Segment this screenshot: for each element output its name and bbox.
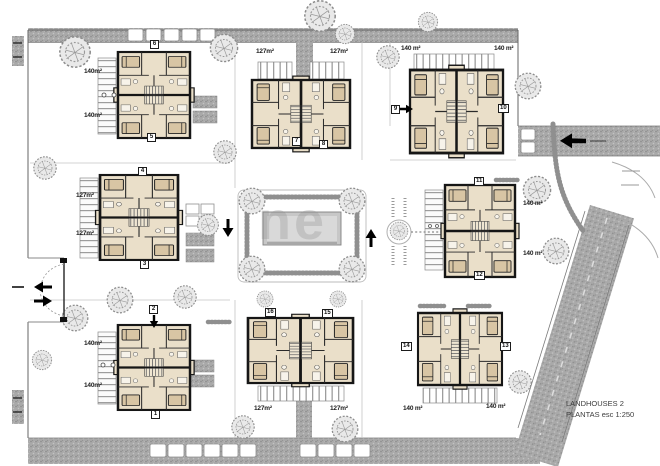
arrow-down-unit2-icon — [149, 315, 159, 328]
arrow-right-entrance-icon — [34, 295, 52, 307]
area-label: 140m² — [84, 340, 102, 347]
unit-marker-5: 5 — [147, 133, 156, 142]
area-label: 127m² — [330, 405, 348, 412]
street-curb-curves — [611, 161, 659, 259]
area-label: 140 m² — [403, 405, 423, 412]
unit-marker-6: 6 — [150, 40, 159, 49]
unit-marker-7: 7 — [292, 137, 301, 146]
unit-marker-15: 15 — [322, 309, 333, 318]
unit-marker-16: 16 — [265, 308, 276, 317]
building-top-left — [112, 50, 196, 140]
area-label: 127m² — [254, 405, 272, 412]
watermark: ne — [258, 191, 328, 251]
project-title: LANDHOUSES 2 — [566, 399, 624, 408]
arrow-right-unit9-icon — [400, 104, 413, 114]
building-top-center — [250, 74, 352, 154]
title-block: LANDHOUSES 2 PLANTAS esc 1:250 — [566, 398, 634, 421]
unit-marker-4: 4 — [138, 167, 147, 176]
roundabout — [386, 198, 441, 266]
unit-marker-11: 11 — [474, 177, 485, 186]
area-label: 140m² — [84, 112, 102, 119]
arrow-left-entrance-icon — [34, 281, 52, 293]
unit-marker-12: 12 — [474, 271, 485, 280]
boundary-hedge — [550, 121, 587, 235]
courtyard — [237, 189, 367, 283]
pergola-strips — [79, 53, 498, 405]
area-label: 140 m² — [486, 403, 506, 410]
area-label: 140m² — [84, 382, 102, 389]
building-mid-right — [439, 183, 521, 279]
arrow-left-road-icon — [560, 133, 586, 149]
building-top-right — [408, 63, 505, 160]
arrow-up-icon — [365, 229, 377, 247]
unit-marker-10: 10 — [498, 104, 509, 113]
building-bottom-left — [112, 323, 196, 412]
area-label: 140 m² — [494, 45, 514, 52]
area-label: 127m² — [76, 230, 94, 237]
hedges — [205, 177, 521, 325]
area-label: 140m² — [84, 68, 102, 75]
unit-marker-9: 9 — [391, 105, 400, 114]
sheet-title: PLANTAS esc 1:250 — [566, 410, 635, 420]
unit-marker-1: 1 — [151, 410, 160, 419]
building-bottom-right — [416, 307, 504, 391]
unit-marker-13: 13 — [500, 342, 511, 351]
unit-marker-14: 14 — [401, 342, 412, 351]
unit-marker-8: 8 — [319, 140, 328, 149]
building-mid-left — [94, 173, 184, 262]
area-label: 127m² — [256, 48, 274, 55]
area-label: 127m² — [330, 48, 348, 55]
building-bottom-center — [246, 312, 355, 389]
unit-marker-3: 3 — [140, 260, 149, 269]
area-label: 140 m² — [523, 200, 543, 207]
unit-marker-2: 2 — [149, 305, 158, 314]
area-label: 127m² — [76, 192, 94, 199]
area-label: 140 m² — [523, 250, 543, 257]
posts — [100, 92, 117, 368]
area-label: 140 m² — [401, 45, 421, 52]
arrow-down-icon — [222, 219, 234, 237]
parking-stalls — [127, 28, 536, 458]
gray-stall-bars — [185, 95, 218, 388]
site-boundary — [27, 29, 519, 438]
parcel-lines — [30, 42, 516, 438]
